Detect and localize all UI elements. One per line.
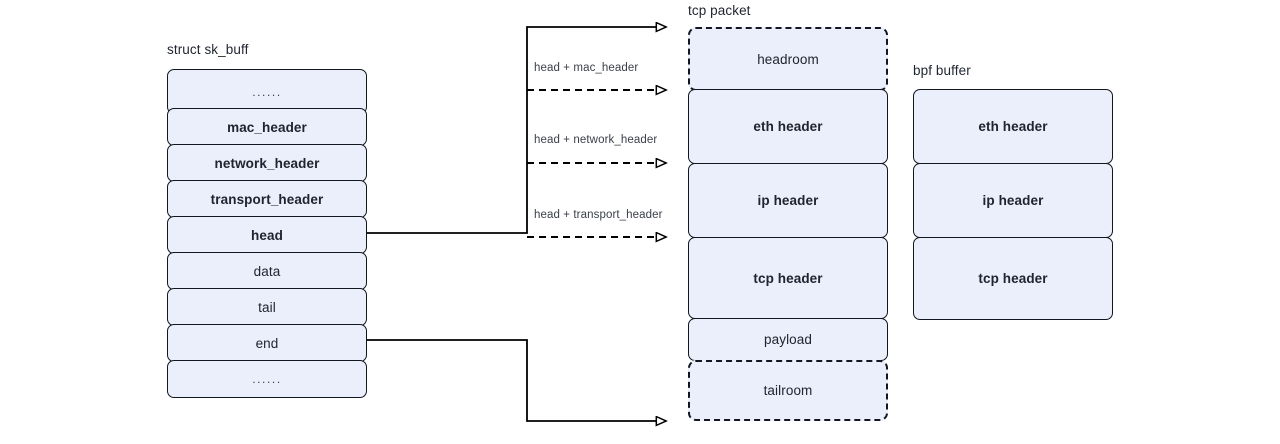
tcp-packet-segment-headroom: headroom (688, 27, 888, 91)
tcp-packet-caption: tcp packet (688, 3, 751, 18)
edge-head-to-headroom (367, 27, 666, 234)
edge-end-to-tailroom (367, 339, 666, 421)
tcp-packet-segment-payload: payload (688, 318, 888, 361)
edge-label-head-mac-header: head + mac_header (534, 62, 639, 74)
skbuff-field-transport-header: transport_header (167, 180, 367, 218)
skbuff-field-ellipsis-bottom: ...... (167, 360, 367, 398)
skbuff-field-end: end (167, 324, 367, 362)
skbuff-field-ellipsis-top: ...... (167, 69, 367, 114)
tcp-packet-segment-tailroom: tailroom (688, 360, 888, 421)
tcp-packet-segment-eth-header: eth header (688, 89, 888, 164)
skbuff-field-data: data (167, 252, 367, 290)
bpf-buffer-segment-ip-header: ip header (913, 163, 1113, 238)
tcp-packet-segment-ip-header: ip header (688, 163, 888, 238)
edge-label-head-transport-header: head + transport_header (534, 209, 663, 221)
skbuff-caption: struct sk_buff (167, 42, 249, 57)
skbuff-field-head: head (167, 216, 367, 254)
bpf-buffer-segment-tcp-header: tcp header (913, 237, 1113, 320)
bpf-buffer-caption: bpf buffer (913, 63, 971, 78)
tcp-packet-segment-tcp-header: tcp header (688, 237, 888, 319)
bpf-buffer-segment-eth-header: eth header (913, 89, 1113, 164)
skbuff-field-mac-header: mac_header (167, 108, 367, 146)
skbuff-field-tail: tail (167, 288, 367, 326)
edge-label-head-network-header: head + network_header (534, 134, 658, 146)
skbuff-field-network-header: network_header (167, 144, 367, 182)
